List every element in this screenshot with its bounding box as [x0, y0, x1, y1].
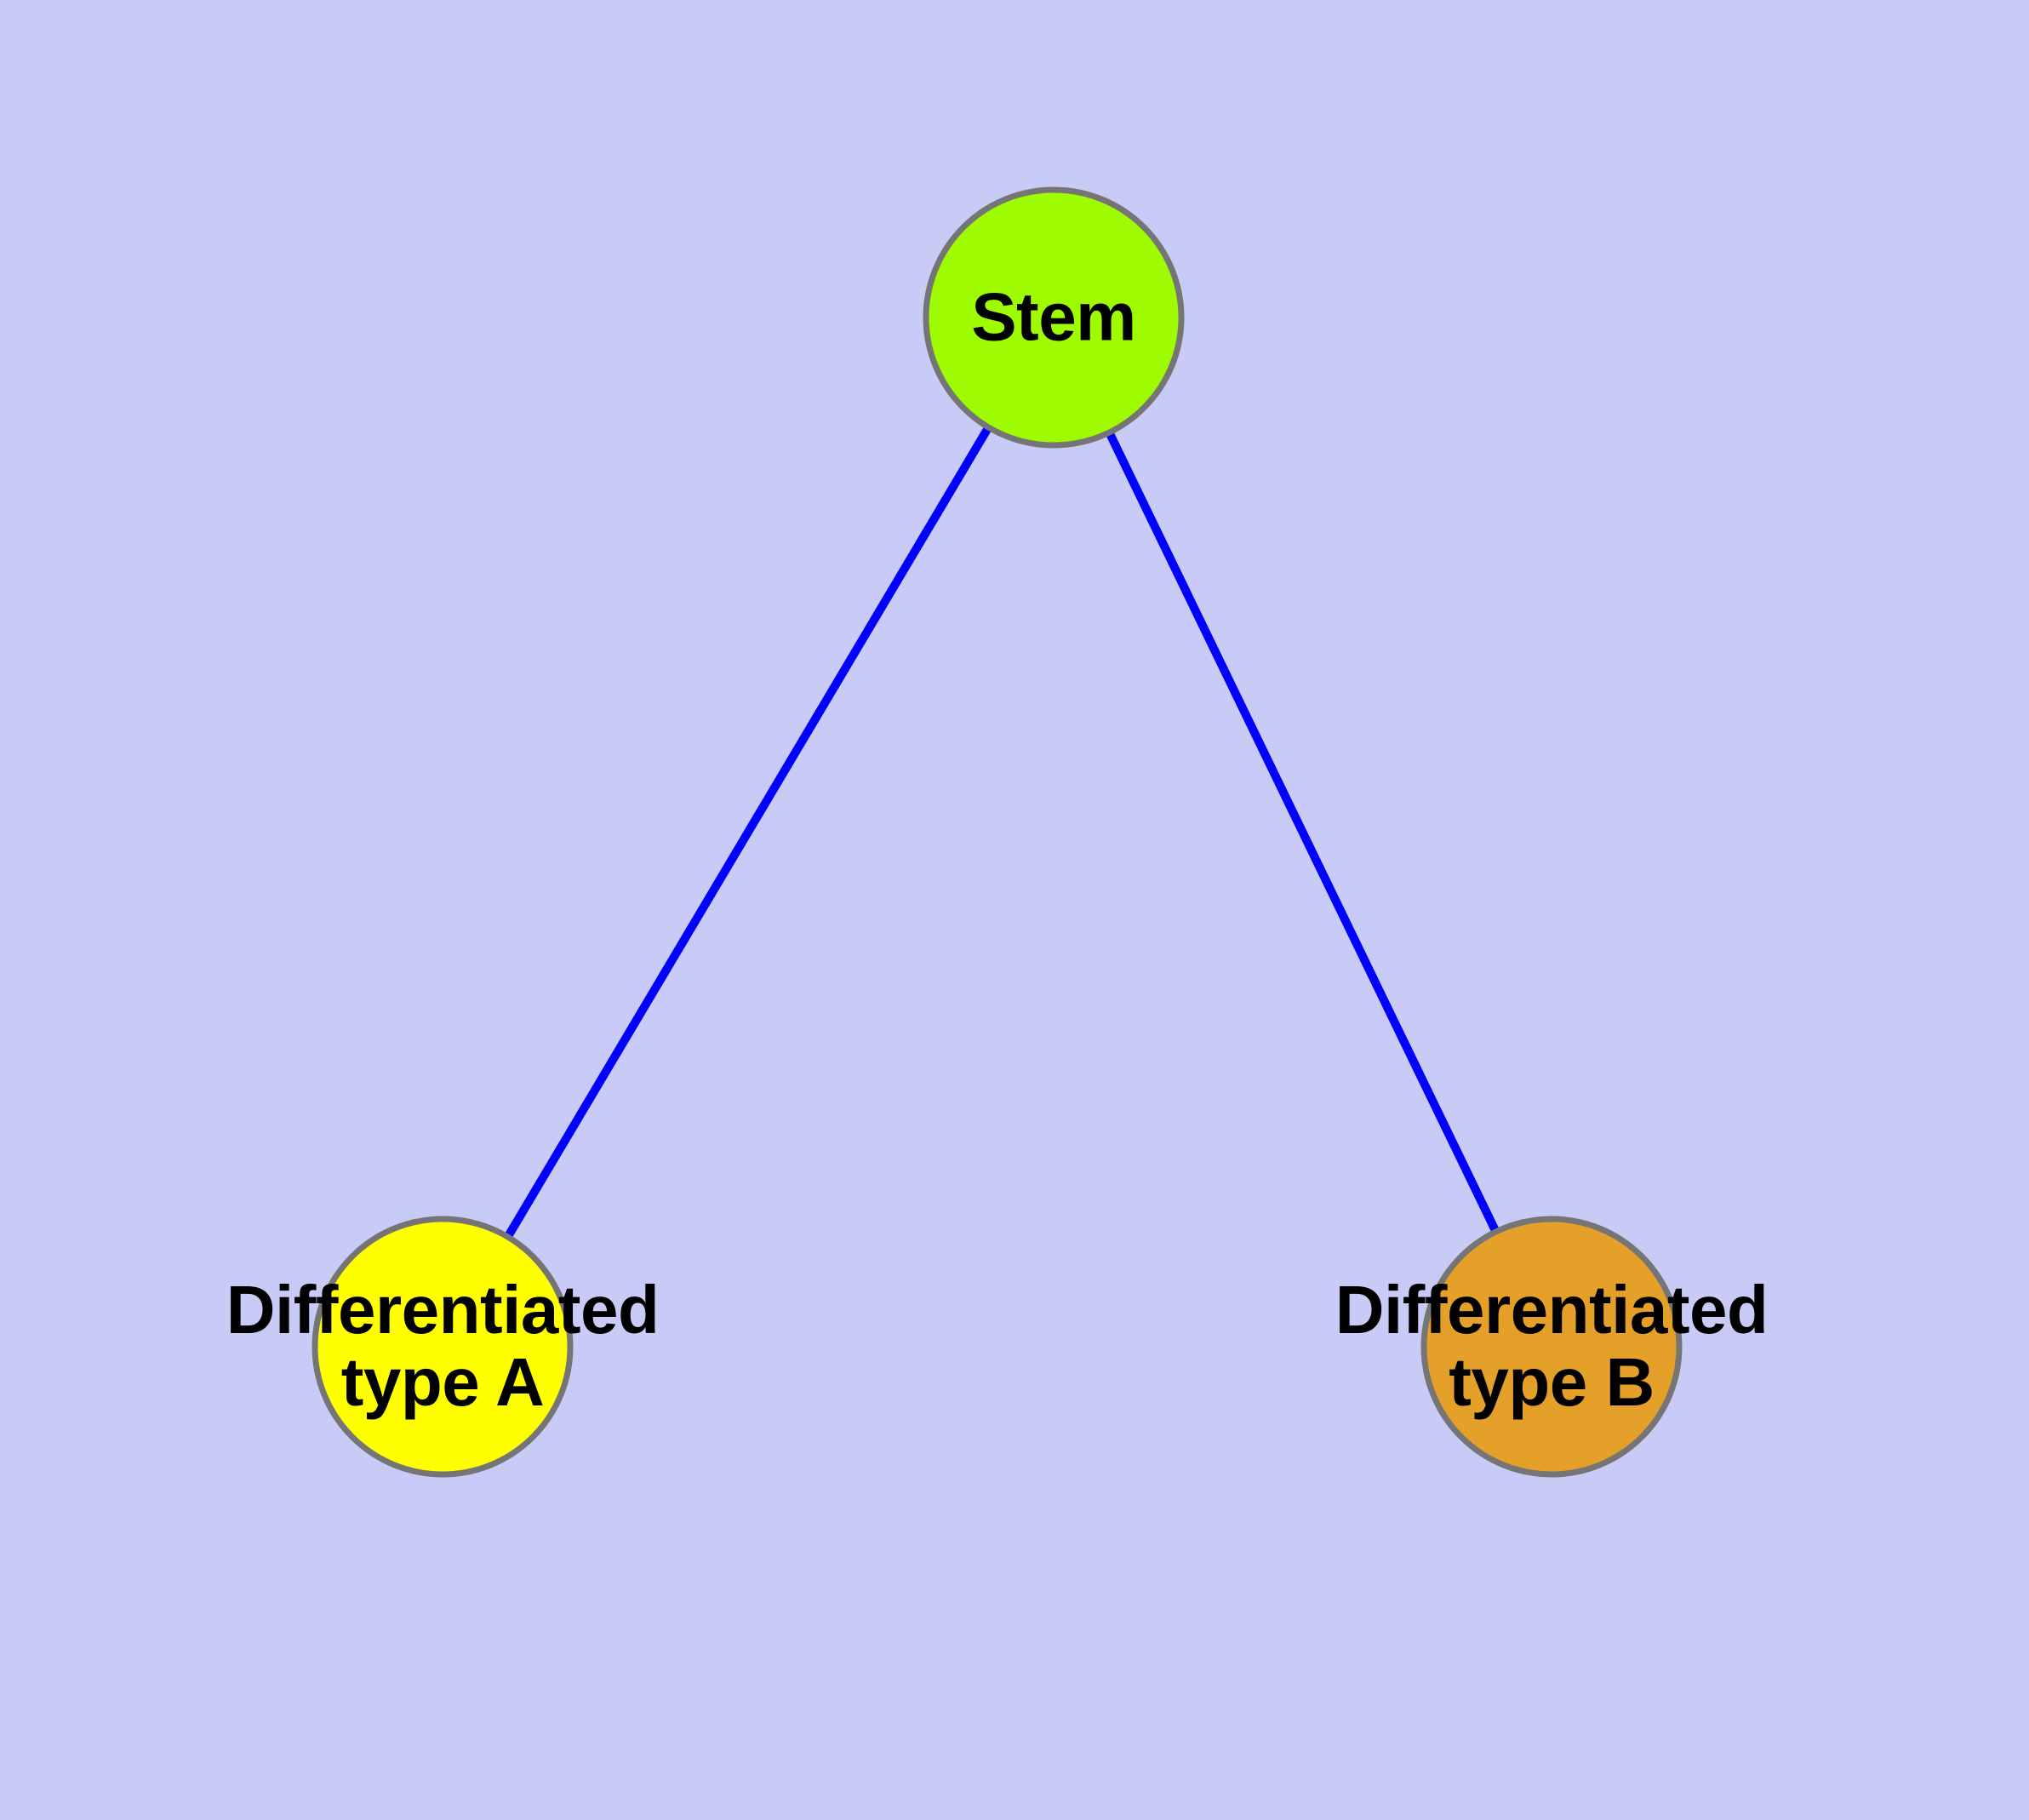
graph-node-stem[interactable] [923, 186, 1185, 449]
edges-layer [438, 315, 1556, 1349]
graph-edge[interactable] [1049, 315, 1556, 1349]
graph-node-diff_a[interactable] [311, 1216, 574, 1478]
graph-node-diff_b[interactable] [1420, 1216, 1683, 1478]
nodes-layer [311, 186, 1683, 1478]
graph-edge[interactable] [438, 315, 1058, 1349]
